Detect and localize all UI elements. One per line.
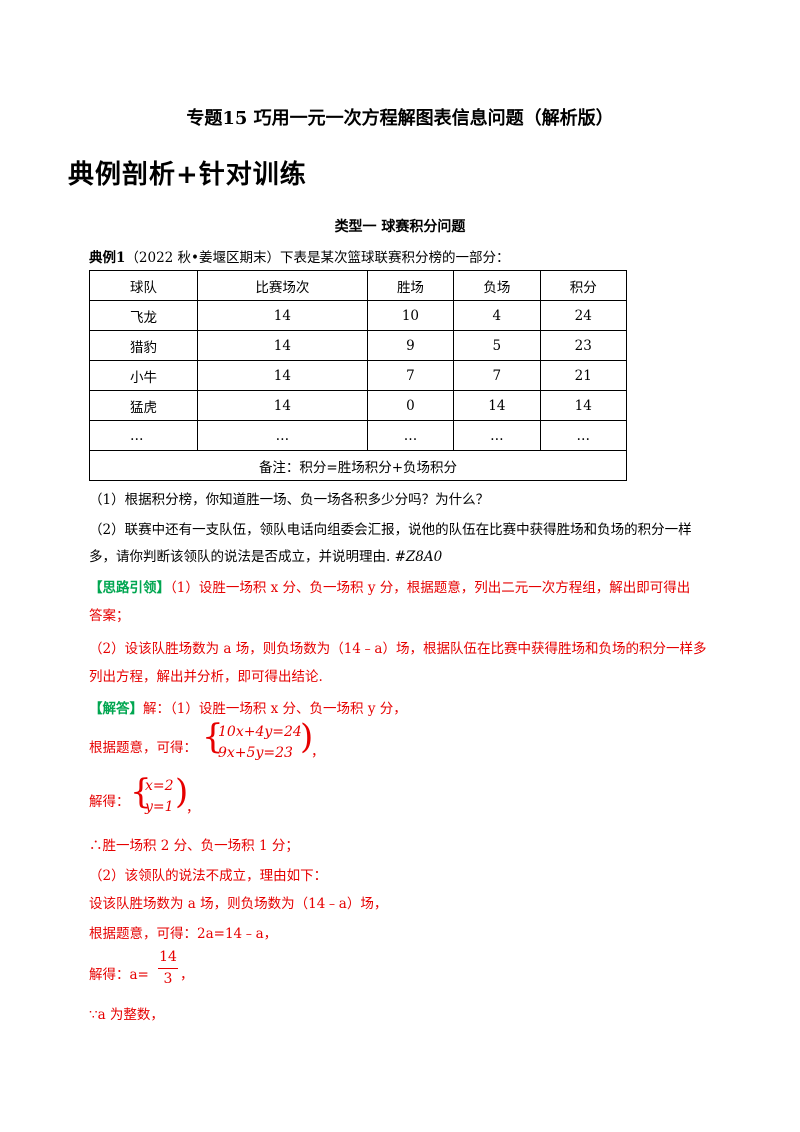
table-header: 积分 xyxy=(539,270,628,301)
table-cell: 4 xyxy=(453,300,541,331)
table-cell: 14 xyxy=(197,360,368,391)
solution-comma: ， xyxy=(186,800,200,816)
table-cell: 猎豹 xyxy=(89,330,198,361)
equation-2: 9x+5y=23 xyxy=(218,745,293,761)
right-paren-icon: ) xyxy=(175,772,189,812)
table-row: 猛虎 14 0 14 14 xyxy=(89,390,628,421)
question-2-line-2: 多，请你判断该领队的说法是否成立，并说明理由. #Z8A0 xyxy=(89,545,442,565)
table-header-row: 球队 比赛场次 胜场 负场 积分 xyxy=(89,270,628,301)
table-note: 备注：积分=胜场积分+负场积分 xyxy=(89,450,627,481)
fraction-denominator: 3 xyxy=(163,971,173,987)
table-cell: 0 xyxy=(366,390,455,421)
table-cell: 14 xyxy=(197,330,368,361)
solution-y: y=1 xyxy=(145,799,174,815)
table-cell: 23 xyxy=(539,330,628,361)
table-cell: … xyxy=(366,420,455,451)
table-note-row: 备注：积分=胜场积分+负场积分 xyxy=(89,450,627,481)
hint-line-4: 列出方程，解出并分析，即可得出结论. xyxy=(89,669,323,685)
solution-text: 解：（1）设胜一场积 x 分、负一场积 y 分， xyxy=(143,701,407,717)
solution-line-5: （2）该领队的说法不成立，理由如下： xyxy=(89,868,328,884)
table-header: 比赛场次 xyxy=(197,270,368,301)
table-cell: 24 xyxy=(539,300,628,331)
table-cell: … xyxy=(89,420,198,451)
table-cell: 14 xyxy=(197,300,368,331)
type-subheading: 类型一 球赛积分问题 xyxy=(334,219,466,235)
table-cell: 7 xyxy=(453,360,541,391)
table-cell: 7 xyxy=(366,360,455,391)
right-paren-icon: ) xyxy=(300,717,314,757)
solution-x: x=2 xyxy=(145,778,174,794)
table-header: 胜场 xyxy=(366,270,455,301)
solution-line-9: ∵a 为整数， xyxy=(89,1007,164,1023)
table-row: 小牛 14 7 7 21 xyxy=(89,360,628,391)
solution-line-2: 根据题意，可得： xyxy=(89,740,197,756)
table-cell: 9 xyxy=(366,330,455,361)
example-intro: 典例1（2022 秋•姜堰区期末）下表是某次篮球联赛积分榜的一部分： xyxy=(89,246,510,266)
hint-line-1: 【思路引领】（1）设胜一场积 x 分、负一场积 y 分，根据题意，列出二元一次方… xyxy=(89,576,690,596)
score-table: 球队 比赛场次 胜场 负场 积分 飞龙 14 10 4 24 猎豹 14 9 5… xyxy=(89,270,628,481)
table-cell: 21 xyxy=(539,360,628,391)
example-text: （2022 秋•姜堰区期末）下表是某次篮球联赛积分榜的一部分： xyxy=(125,250,510,266)
solution-line-1: 【解答】解：（1）设胜一场积 x 分、负一场积 y 分， xyxy=(89,697,407,717)
table-cell: 14 xyxy=(197,390,368,421)
document-title: 专题15 巧用一元一次方程解图表信息问题（解析版） xyxy=(186,108,614,129)
question-2-line-1: （2）联赛中还有一支队伍，领队电话向组委会汇报，说他的队伍在比赛中获得胜场和负场… xyxy=(89,522,692,538)
solution-line-6: 设该队胜场数为 a 场，则负场数为（14﹣a）场， xyxy=(89,896,388,912)
table-cell: … xyxy=(197,420,368,451)
table-cell: 14 xyxy=(453,390,541,421)
example-label: 典例1 xyxy=(89,250,126,266)
table-cell: 10 xyxy=(366,300,455,331)
section-heading: 典例剖析+针对训练 xyxy=(68,160,307,190)
table-cell: 猛虎 xyxy=(89,390,198,421)
table-cell: … xyxy=(539,420,628,451)
hint-line-2: 答案； xyxy=(89,608,130,624)
question-1: （1）根据积分榜，你知道胜一场、负一场各积多少分吗？为什么？ xyxy=(89,492,490,508)
table-cell: 飞龙 xyxy=(89,300,198,331)
hint-text: （1）设胜一场积 x 分、负一场积 y 分，根据题意，列出二元一次方程组，解出即… xyxy=(170,580,691,596)
solution-comma: ， xyxy=(311,744,325,760)
solution-line-4: ∴胜一场积 2 分、负一场积 1 分； xyxy=(89,838,299,854)
fraction-bar xyxy=(158,968,178,969)
question-code: #Z8A0 xyxy=(394,549,443,565)
fraction-numerator: 14 xyxy=(159,949,177,965)
solution-line-8: 解得：a= xyxy=(89,967,149,983)
left-brace-icon: { xyxy=(202,717,224,757)
table-cell: 5 xyxy=(453,330,541,361)
table-cell: 小牛 xyxy=(89,360,198,391)
table-row: 猎豹 14 9 5 23 xyxy=(89,330,628,361)
table-header: 负场 xyxy=(453,270,541,301)
solution-comma: ， xyxy=(180,967,194,983)
table-cell: 14 xyxy=(539,390,628,421)
table-row: … … … … … xyxy=(89,420,628,451)
solution-label: 【解答】 xyxy=(89,701,143,717)
question-2-text: 多，请你判断该领队的说法是否成立，并说明理由. xyxy=(89,549,391,565)
left-brace-icon: { xyxy=(130,772,152,812)
solution-line-7: 根据题意，可得：2a=14﹣a， xyxy=(89,926,278,942)
solution-line-3: 解得： xyxy=(89,794,130,810)
table-row: 飞龙 14 10 4 24 xyxy=(89,300,628,331)
equation-1: 10x+4y=24 xyxy=(218,724,302,740)
table-cell: … xyxy=(453,420,541,451)
hint-label: 【思路引领】 xyxy=(89,580,170,596)
table-header: 球队 xyxy=(89,270,198,301)
hint-line-3: （2）设该队胜场数为 a 场，则负场数为（14﹣a）场，根据队伍在比赛中获得胜场… xyxy=(89,641,707,657)
